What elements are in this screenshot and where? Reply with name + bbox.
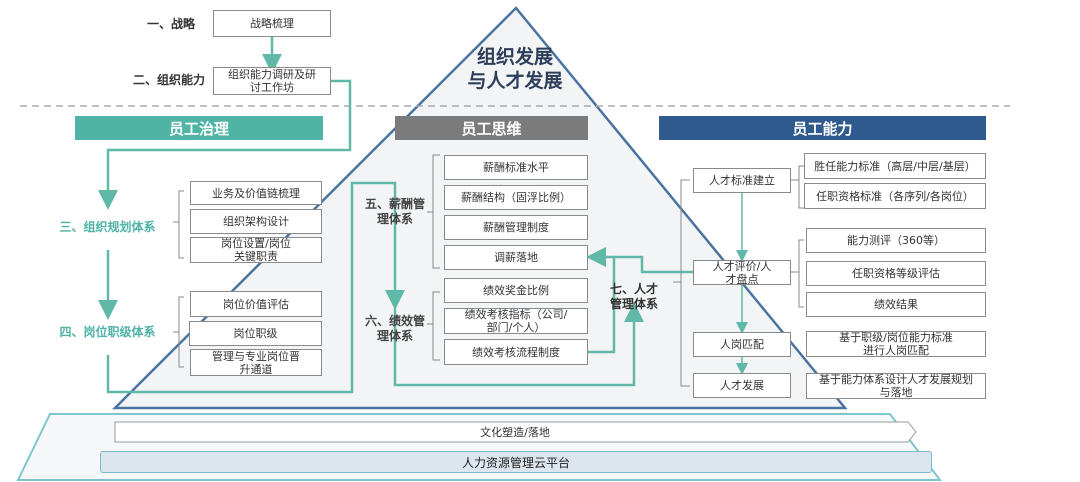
group6-item: 绩效考核流程制度 (444, 339, 588, 365)
group3-item: 业务及价值链梳理 (190, 181, 322, 205)
header-governance: 员工治理 (75, 116, 323, 140)
title-line-1: 组织发展 (476, 46, 553, 68)
pyramid-title: 组织发展 与人才发展 (420, 45, 610, 93)
title-line-2: 与人才发展 (467, 70, 563, 92)
group5-label: 五、薪酬管理体系 (364, 197, 425, 226)
hr-cloud-platform: 人力资源管理云平台 (100, 451, 932, 473)
step2-label: 二、组织能力 (132, 73, 205, 87)
talent-stage: 人才评价/人才盘点 (693, 260, 791, 286)
group7-label: 七、人才管理体系 (609, 282, 658, 311)
talent-stage: 人岗匹配 (693, 332, 791, 357)
step1-box: 战略梳理 (213, 10, 331, 37)
group5-item: 薪酬管理制度 (444, 215, 588, 240)
header-mindset: 员工思维 (395, 116, 588, 140)
group6-item: 绩效奖金比例 (444, 278, 588, 303)
talent-detail: 基于职级/岗位能力标准进行人岗匹配 (806, 331, 986, 357)
group6-item: 绩效考核指标（公司/部门/个人） (444, 308, 588, 334)
talent-stage: 人才发展 (693, 373, 791, 398)
group5-item: 调薪落地 (444, 245, 588, 270)
group5-item: 薪酬标准水平 (444, 155, 588, 180)
group4-item: 岗位价值评估 (190, 291, 322, 317)
group3-item: 组织架构设计 (190, 209, 322, 234)
group3-label: 三、组织规划体系 (59, 220, 156, 234)
header-capability: 员工能力 (659, 116, 986, 140)
talent-detail: 任职资格等级评估 (806, 261, 986, 286)
group5-item: 薪酬结构（固浮比例） (444, 185, 588, 210)
group4-label: 四、岗位职级体系 (59, 325, 156, 339)
talent-detail: 基于能力体系设计人才发展规划与落地 (806, 373, 986, 399)
group6-label: 六、绩效管理体系 (364, 314, 425, 343)
talent-detail: 胜任能力标准（高层/中层/基层） (804, 153, 986, 179)
talent-detail: 能力测评（360等） (806, 228, 986, 253)
culture-arrow (114, 421, 917, 443)
talent-detail: 绩效结果 (806, 292, 986, 317)
step2-box: 组织能力调研及研讨工作坊 (213, 67, 331, 95)
talent-detail: 任职资格标准（各序列/各岗位） (804, 183, 986, 209)
step1-label: 一、战略 (146, 17, 195, 31)
culture-label: 文化塑造/落地 (480, 426, 550, 439)
group3-item: 岗位设置/岗位关键职责 (190, 237, 322, 263)
group4-item: 岗位职级 (189, 321, 322, 346)
group4-item: 管理与专业岗位晋升通道 (190, 349, 322, 376)
talent-stage: 人才标准建立 (693, 168, 791, 193)
